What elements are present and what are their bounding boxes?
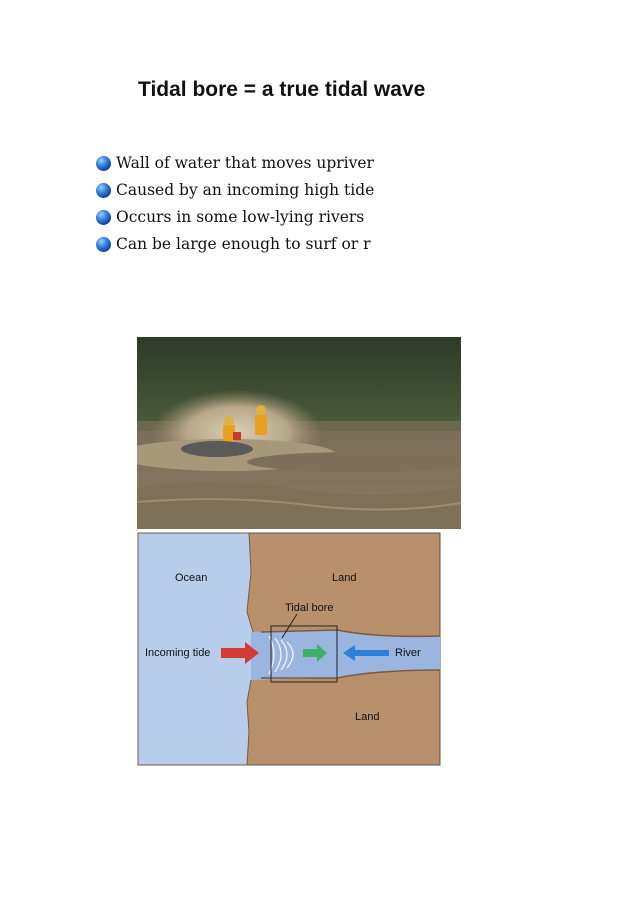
bullet-icon xyxy=(96,183,111,198)
incoming-tide-label: Incoming tide xyxy=(145,647,211,659)
incoming-tide-arrow xyxy=(221,642,259,664)
page-title: Tidal bore = a true tidal wave xyxy=(138,78,426,101)
bullet-text: Caused by an incoming high tide xyxy=(116,181,375,199)
wave-arcs xyxy=(268,635,294,675)
list-item: Occurs in some low-lying rivers xyxy=(96,204,374,231)
bore-arrow xyxy=(303,644,327,662)
bullet-icon xyxy=(96,156,111,171)
tidal-bore-label: Tidal bore xyxy=(285,602,334,614)
list-item: Caused by an incoming high tide xyxy=(96,177,374,204)
land-top-label: Land xyxy=(332,572,357,584)
bullet-text: Occurs in some low-lying rivers xyxy=(116,208,365,226)
ocean-label: Ocean xyxy=(175,572,208,584)
bullet-text: Wall of water that moves upriver xyxy=(116,154,374,172)
tidal-bore-photo xyxy=(137,337,461,529)
river-label: River xyxy=(395,647,421,659)
bullet-icon xyxy=(96,237,111,252)
tidal-bore-diagram: Ocean Land Tidal bore Incoming tide Rive… xyxy=(137,532,441,766)
river-channel xyxy=(251,630,440,680)
bullet-list: Wall of water that moves upriver Caused … xyxy=(96,150,374,258)
list-item: Wall of water that moves upriver xyxy=(96,150,374,177)
bullet-icon xyxy=(96,210,111,225)
bullet-text: Can be large enough to surf or r xyxy=(116,235,371,253)
river-arrow xyxy=(343,645,389,661)
land-bottom-label: Land xyxy=(355,711,380,723)
tidal-bore-box xyxy=(270,625,338,683)
list-item: Can be large enough to surf or r xyxy=(96,231,374,258)
